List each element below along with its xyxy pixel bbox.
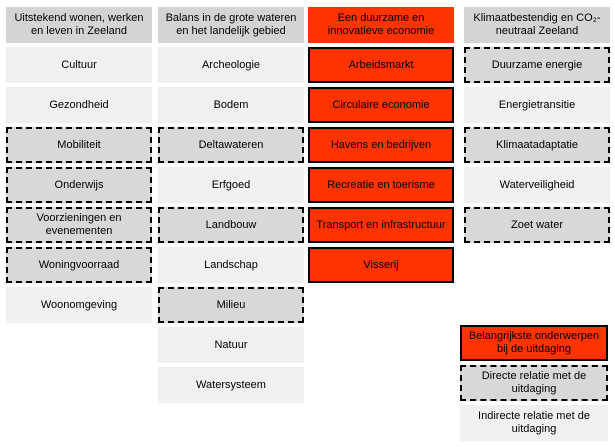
legend-item: Belangrijkste onderwerpen bij de uitdagi… (460, 325, 608, 361)
topic-box[interactable]: Woningvoorraad (6, 247, 152, 283)
topic-box[interactable]: Circulaire economie (308, 87, 454, 123)
column-header-duurzame-innovatieve-economie: Een duurzame en innovatieve economie (308, 7, 454, 43)
topic-box[interactable]: Woonomgeving (6, 287, 152, 323)
column-header-wonen-werken-leven: Uitstekend wonen, werken en leven in Zee… (6, 7, 152, 43)
topic-box[interactable]: Zoet water (464, 207, 610, 243)
topic-box[interactable]: Landschap (158, 247, 304, 283)
diagram-legend: Belangrijkste onderwerpen bij de uitdagi… (460, 325, 608, 445)
column-header-klimaatbestendig-co2-neutraal: Klimaatbestendig en CO₂-neutraal Zeeland (464, 7, 610, 43)
topic-box[interactable]: Bodem (158, 87, 304, 123)
legend-item: Indirecte relatie met de uitdaging (460, 405, 608, 441)
topic-box[interactable]: Archeologie (158, 47, 304, 83)
column-balans-grote-wateren: Balans in de grote wateren en het landel… (158, 7, 304, 407)
topic-box[interactable]: Voorzieningen en evenementen (6, 207, 152, 243)
topic-box[interactable]: Natuur (158, 327, 304, 363)
topic-box[interactable]: Havens en bedrijven (308, 127, 454, 163)
topic-box[interactable]: Waterveiligheid (464, 167, 610, 203)
topic-box[interactable]: Landbouw (158, 207, 304, 243)
topic-box[interactable]: Mobiliteit (6, 127, 152, 163)
column-klimaatbestendig-co2-neutraal: Klimaatbestendig en CO₂-neutraal Zeeland… (464, 7, 610, 247)
topic-box[interactable]: Onderwijs (6, 167, 152, 203)
column-header-balans-grote-wateren: Balans in de grote wateren en het landel… (158, 7, 304, 43)
topic-box[interactable]: Recreatie en toerisme (308, 167, 454, 203)
topic-box[interactable]: Milieu (158, 287, 304, 323)
topic-box[interactable]: Visserij (308, 247, 454, 283)
legend-item: Directe relatie met de uitdaging (460, 365, 608, 401)
topic-box[interactable]: Arbeidsmarkt (308, 47, 454, 83)
topic-box[interactable]: Duurzame energie (464, 47, 610, 83)
topic-box[interactable]: Erfgoed (158, 167, 304, 203)
column-wonen-werken-leven: Uitstekend wonen, werken en leven in Zee… (6, 7, 152, 327)
topic-box[interactable]: Deltawateren (158, 127, 304, 163)
topic-box[interactable]: Cultuur (6, 47, 152, 83)
topic-box[interactable]: Transport en infrastructuur (308, 207, 454, 243)
topic-box[interactable]: Watersysteem (158, 367, 304, 403)
topic-box[interactable]: Energietransitie (464, 87, 610, 123)
topic-box[interactable]: Gezondheid (6, 87, 152, 123)
topic-box[interactable]: Klimaatadaptatie (464, 127, 610, 163)
